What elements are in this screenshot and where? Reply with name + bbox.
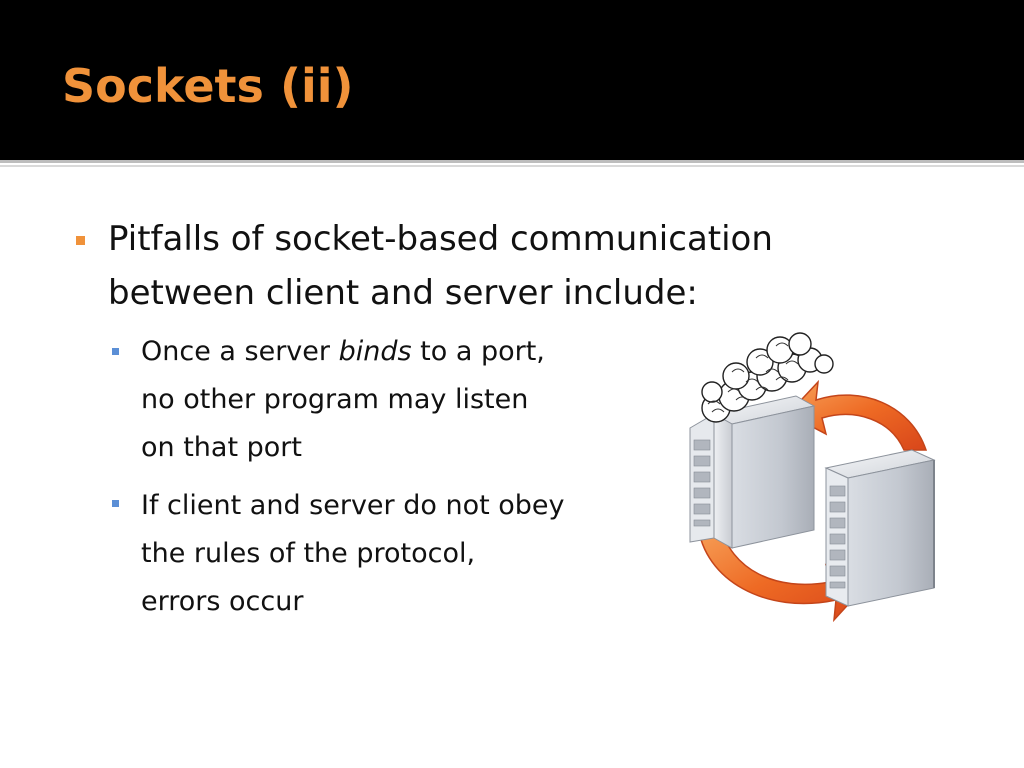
bullet-level2-line: on that port [141, 432, 302, 463]
text-run: Once a server [141, 336, 339, 367]
text-run: to a port, [411, 336, 545, 367]
sub-bullet-square-icon [112, 500, 119, 507]
servers-illustration [689, 332, 936, 623]
bullet-level2-line: the rules of the protocol, [141, 538, 476, 569]
bullet-level2-line: no other program may listen [141, 384, 529, 415]
bullet-level1: Pitfalls of socket-based communication b… [108, 212, 898, 320]
smoke-cloud-icon [701, 332, 834, 423]
bullet-level1-line: between client and server include: [108, 273, 698, 313]
bullet-level2: Once a server binds to a port, no other … [141, 328, 681, 472]
emphasis-text: binds [338, 336, 412, 367]
bullet-level2: If client and server do not obey the rul… [141, 482, 681, 626]
server-tower-icon [824, 449, 936, 607]
title-divider [0, 160, 1024, 163]
title-divider-secondary [0, 165, 1024, 167]
sub-bullet-square-icon [112, 348, 119, 355]
slide-title: Sockets (ii) [62, 59, 354, 113]
bullet-level1-line: Pitfalls of socket-based communication [108, 219, 773, 259]
bullet-square-icon [76, 236, 85, 245]
server-tower-icon [689, 395, 816, 549]
bullet-level2-line: Once a server binds to a port, [141, 328, 681, 376]
bullet-level2-line: errors occur [141, 586, 304, 617]
title-bar: Sockets (ii) [0, 0, 1024, 160]
bullet-level2-line: If client and server do not obey [141, 490, 565, 521]
